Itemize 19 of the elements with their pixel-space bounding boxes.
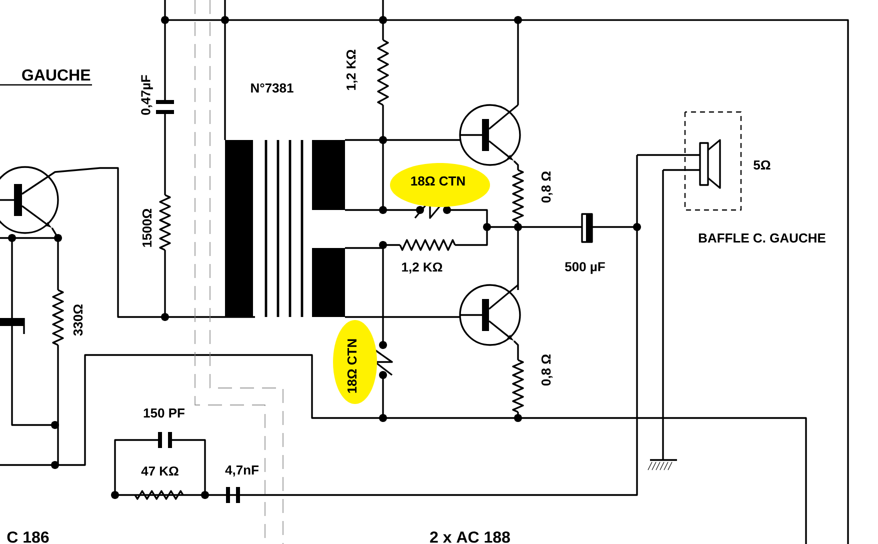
component-value: 0,47µF	[141, 75, 153, 115]
component-value: 0,8 Ω	[541, 171, 553, 203]
component-value: 47 KΩ	[141, 466, 178, 476]
section-heading: GAUCHE	[22, 69, 90, 81]
component-value: 1,2 KΩ	[346, 50, 358, 90]
transistor-label: C 186	[7, 531, 49, 543]
component-value: 0,8 Ω	[541, 354, 553, 386]
transistor-label: 2 x AC 188	[430, 531, 510, 543]
component-value: N°7381	[251, 83, 294, 93]
component-value: 4,7nF	[225, 466, 258, 476]
component-value: 150 PF	[144, 408, 184, 418]
component-value: 18Ω CTN	[347, 339, 357, 393]
component-value: 1,2 KΩ	[402, 262, 442, 274]
component-value: 500 µF	[565, 262, 605, 274]
component-value: 18Ω CTN	[411, 176, 465, 186]
component-value: 5Ω	[754, 160, 770, 170]
component-value: 330Ω	[73, 304, 83, 336]
component-value: BAFFLE C. GAUCHE	[698, 233, 826, 243]
component-value: 1500Ω	[142, 208, 152, 247]
